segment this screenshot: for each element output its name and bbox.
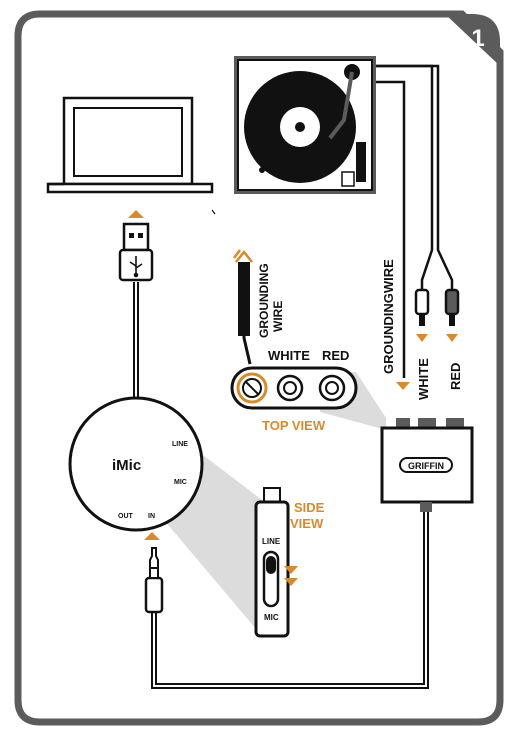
top-view-diagram: GROUNDING WIRE WHITE RED TOP VIEW (230, 249, 358, 433)
white-cable-label: WHITE (416, 358, 431, 400)
grounding-label-line-2: WIRE (271, 301, 285, 332)
arrow-up-icon (144, 532, 160, 540)
port-out-label: OUT (118, 513, 134, 520)
step-number: 1 (471, 25, 484, 52)
arrow-down-icon (284, 578, 298, 586)
switch-mic-label: MIC (264, 613, 279, 622)
port-mic-label: MIC (174, 479, 187, 486)
arrow-down-icon (284, 566, 298, 574)
switch-line-label: LINE (262, 537, 281, 546)
usb-symbol-icon (129, 256, 143, 278)
arrow-up-icon (128, 210, 144, 218)
grounding-wire-label-vertical: GROUNDINGWIRE (381, 259, 396, 374)
griffin-adapter: GRIFFIN (380, 418, 474, 512)
usb-plug-icon (118, 222, 154, 282)
rca-plug-icon (444, 288, 460, 326)
port-line-label: LINE (172, 441, 188, 448)
side-view-title-2: VIEW (290, 516, 324, 531)
red-jack-label: RED (322, 348, 349, 363)
audio-jack-icon (144, 547, 164, 614)
top-view-title: TOP VIEW (262, 418, 326, 433)
griffin-logo: GRIFFIN (408, 461, 444, 471)
side-view-title-1: SIDE (294, 500, 325, 515)
laptop-icon (46, 96, 214, 194)
arrow-down-icon (416, 334, 428, 342)
turntable-cables: GROUNDINGWIRE WHITE RED (376, 64, 463, 400)
step-badge: 1 (445, 14, 500, 66)
imic-name: iMic (112, 457, 141, 474)
rca-plug-icon (414, 288, 430, 326)
side-view-diagram: LINE MIC SIDE VIEW (254, 487, 325, 638)
decorative-tick (211, 209, 216, 215)
arrow-down-icon (396, 382, 410, 390)
imic-device: iMic LINE MIC OUT IN (68, 396, 204, 532)
port-in-label: IN (148, 513, 155, 520)
grounding-label-line-1: GROUNDING (257, 263, 271, 338)
turntable-icon (234, 56, 376, 194)
arrow-down-icon (446, 334, 458, 342)
red-cable-label: RED (448, 363, 463, 390)
white-jack-label: WHITE (268, 348, 310, 363)
